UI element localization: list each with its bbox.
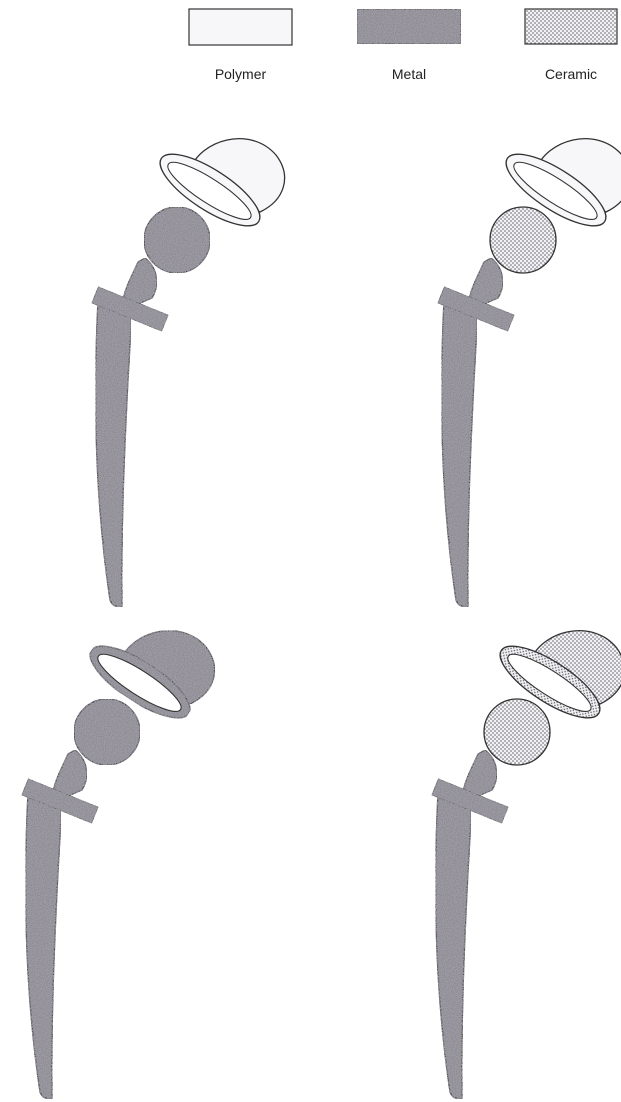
metal-swatch [357,9,461,44]
femoral-head [490,207,556,273]
implant-metal-cup-metal-head [21,631,214,1099]
legend-label-metal: Metal [392,66,426,82]
femoral-stem [442,296,477,607]
femoral-stem [436,788,471,1099]
femoral-head [484,699,550,765]
femoral-head [74,699,140,765]
legend: Polymer Metal Ceramic [189,9,617,82]
implant-polymer-cup-metal-head [91,139,284,607]
legend-label-polymer: Polymer [215,66,267,82]
ceramic-swatch [525,9,617,44]
femoral-stem [96,296,131,607]
femoral-head [144,207,210,273]
femoral-stem [26,788,61,1099]
legend-item-ceramic: Ceramic [525,9,617,82]
implant-ceramic-cup-ceramic-head [431,631,621,1099]
legend-label-ceramic: Ceramic [545,66,597,82]
legend-item-metal: Metal [357,9,461,82]
legend-item-polymer: Polymer [189,9,292,82]
implant-polymer-cup-ceramic-head [437,139,621,607]
polymer-swatch [189,9,292,45]
